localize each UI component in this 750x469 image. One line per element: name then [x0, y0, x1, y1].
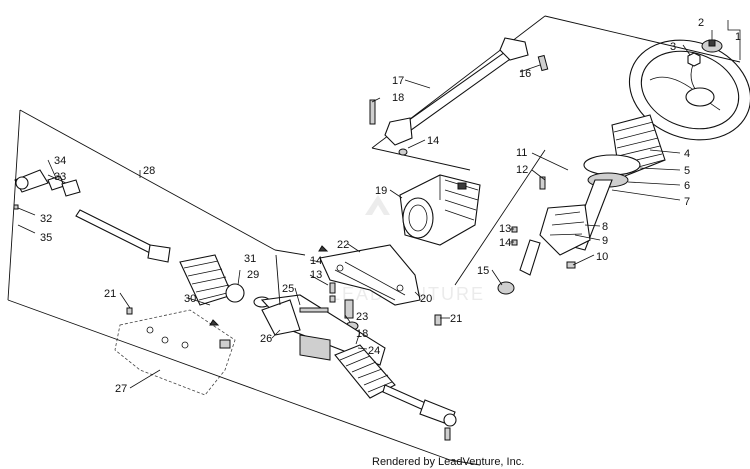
callout-11: 11 [516, 147, 527, 159]
callout-30: 30 [184, 293, 196, 305]
callout-3: 3 [670, 41, 676, 53]
callout-10: 10 [596, 251, 608, 263]
callout-20: 20 [420, 293, 432, 305]
callout-7: 7 [684, 196, 690, 208]
callout-19: 19 [375, 185, 387, 197]
callout-2: 2 [698, 17, 704, 29]
callout-18b: 18 [356, 328, 368, 340]
callout-18a: 18 [392, 92, 404, 104]
callout-14b: 14 [427, 135, 439, 147]
callout-21b: 21 [104, 288, 116, 300]
callout-4: 4 [684, 148, 690, 160]
callout-27: 27 [115, 383, 127, 395]
callout-22: 22 [337, 239, 349, 251]
callout-32: 32 [40, 213, 52, 225]
rack-and-pinion [7, 109, 481, 466]
intermediate-shaft [369, 37, 549, 156]
callout-16: 16 [519, 68, 531, 80]
callout-14a: 14 [499, 237, 511, 249]
callout-17: 17 [392, 75, 404, 87]
eps-motor [399, 174, 481, 246]
callout-9: 9 [602, 235, 608, 247]
callout-35: 35 [40, 232, 52, 244]
callout-8: 8 [602, 221, 608, 233]
callout-31: 31 [244, 253, 256, 265]
callout-13b: 13 [310, 269, 322, 281]
callout-34: 34 [54, 155, 66, 167]
callout-1: 1 [735, 31, 741, 43]
mounting-bracket [319, 244, 442, 349]
callout-13a: 13 [499, 223, 511, 235]
callout-labels: 1 2 3 4 5 6 7 8 9 10 11 12 13 14 15 16 1… [40, 17, 741, 395]
right-boot [334, 344, 396, 399]
callout-28: 28 [143, 165, 155, 177]
callout-21a: 21 [450, 313, 462, 325]
callout-24: 24 [368, 345, 380, 357]
steering-wheel-group [371, 15, 750, 295]
callout-25: 25 [282, 283, 294, 295]
callout-33: 33 [54, 171, 66, 183]
callout-12: 12 [516, 164, 528, 176]
callout-23: 23 [356, 311, 368, 323]
callout-5: 5 [684, 165, 690, 177]
callout-26: 26 [260, 333, 272, 345]
callout-14c: 14 [310, 255, 322, 267]
callout-6: 6 [684, 180, 690, 192]
credit-text: Rendered by LeadVenture, Inc. [372, 456, 524, 468]
callout-29: 29 [247, 269, 259, 281]
leader-lines [17, 20, 741, 389]
callout-15: 15 [477, 265, 489, 277]
